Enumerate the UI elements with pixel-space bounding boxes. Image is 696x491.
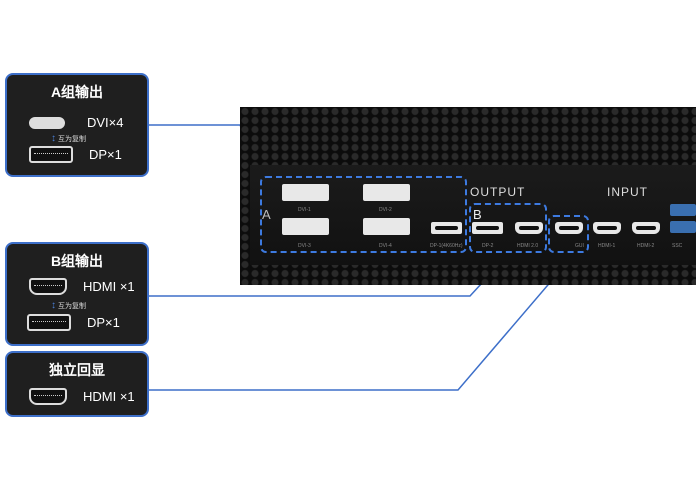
mirror-note: ↕互为复制	[51, 133, 86, 144]
dvi-count: DVI×4	[87, 115, 124, 130]
port-label: DVI-3	[298, 243, 311, 249]
gui-hdmi-port	[555, 222, 583, 234]
displayport-icon	[29, 146, 73, 163]
hdmi-icon	[29, 388, 67, 405]
usb-port	[670, 221, 696, 233]
displayport-icon	[27, 314, 71, 331]
group-a-highlight	[260, 176, 467, 253]
hdmi-2-input-port	[632, 222, 660, 234]
hdmi-2-0-port	[515, 222, 543, 234]
port-label: HDMI-1	[598, 243, 616, 249]
group-b-marker: B	[473, 207, 482, 222]
dp-1-port	[431, 222, 462, 234]
group-a-title: A组输出	[50, 84, 104, 100]
dvi-4-port	[363, 218, 410, 235]
hdmi-count: HDMI ×1	[83, 389, 135, 404]
dp-count: DP×1	[89, 147, 122, 162]
loopback-highlight	[548, 215, 589, 253]
dvi-icon	[29, 116, 65, 129]
port-label: DP-2	[482, 243, 494, 249]
port-label: HDMI 2.0	[517, 243, 539, 249]
loopback-title: 独立回显	[49, 362, 105, 378]
mirror-note: ↕互为复制	[51, 300, 86, 311]
device-rear-panel: OUTPUT INPUT A B DVI-1 DVI-2 DVI-3 DVI-4…	[240, 107, 696, 285]
loopback-card: 独立回显 HDMI ×1	[5, 351, 149, 417]
usb-port	[670, 204, 696, 216]
port-label: DVI-2	[379, 207, 392, 213]
port-label: SSC	[672, 243, 683, 249]
group-b-card: B组输出 HDMI ×1 ↕互为复制 DP×1	[5, 242, 149, 346]
dp-2-port	[472, 222, 503, 234]
input-label: INPUT	[607, 185, 648, 199]
group-a-card: A组输出 DVI×4 ↕互为复制 DP×1	[5, 73, 149, 177]
port-label: DVI-4	[379, 243, 392, 249]
dp-count: DP×1	[87, 315, 120, 330]
group-b-highlight	[469, 203, 547, 253]
output-label: OUTPUT	[470, 185, 526, 199]
port-label: DVI-1	[298, 207, 311, 213]
dvi-1-port	[282, 184, 329, 201]
hdmi-1-input-port	[593, 222, 621, 234]
group-b-title: B组输出	[50, 253, 104, 269]
dvi-3-port	[282, 218, 329, 235]
hdmi-count: HDMI ×1	[83, 279, 135, 294]
port-label: GUI	[575, 243, 584, 249]
dvi-2-port	[363, 184, 410, 201]
group-a-marker: A	[262, 207, 271, 222]
hdmi-icon	[29, 278, 67, 295]
port-label: HDMI-2	[637, 243, 655, 249]
port-label: DP-1(4K60Hz)	[430, 243, 463, 249]
